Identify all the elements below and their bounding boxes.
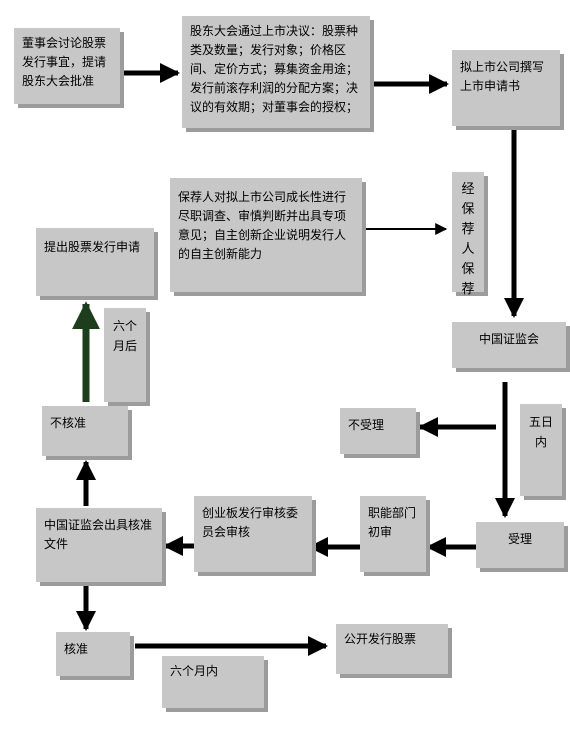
within-six-months-box: 六个月内 bbox=[162, 656, 264, 708]
gem-committee-box: 创业板发行审核委员会审核 bbox=[194, 496, 312, 572]
five-days-box: 五日内 bbox=[520, 404, 562, 496]
not-approved-box: 不核准 bbox=[42, 406, 128, 456]
board-proposal-box: 董事会讨论股票发行事宜，提请股东大会批准 bbox=[14, 28, 120, 104]
shareholders-resolution-box: 股东大会通过上市决议：股票种类及数量；发行对象；价格区间、定价方式；募集资金用途… bbox=[182, 16, 370, 128]
reject-box: 不受理 bbox=[340, 408, 416, 454]
approved-box: 核准 bbox=[56, 632, 130, 676]
initial-review-box: 职能部门初审 bbox=[360, 496, 426, 572]
public-issue-box: 公开发行股票 bbox=[336, 624, 448, 674]
prepare-application-box: 拟上市公司撰写上市申请书 bbox=[452, 50, 560, 126]
reapply-box: 提出股票发行申请 bbox=[36, 228, 154, 296]
six-months-after-box: 六个月后 bbox=[104, 308, 146, 402]
sponsor-recommend-box: 经保荐人保荐 bbox=[452, 172, 484, 297]
accept-box: 受理 bbox=[476, 522, 564, 568]
sponsor-opinion-box: 保荐人对拟上市公司成长性进行尽职调查、审慎判断并出具专项意见；自主创新企业说明发… bbox=[170, 178, 362, 292]
csrc-document-box: 中国证监会出具核准文件 bbox=[36, 508, 162, 582]
csrc-box: 中国证监会 bbox=[452, 322, 566, 368]
